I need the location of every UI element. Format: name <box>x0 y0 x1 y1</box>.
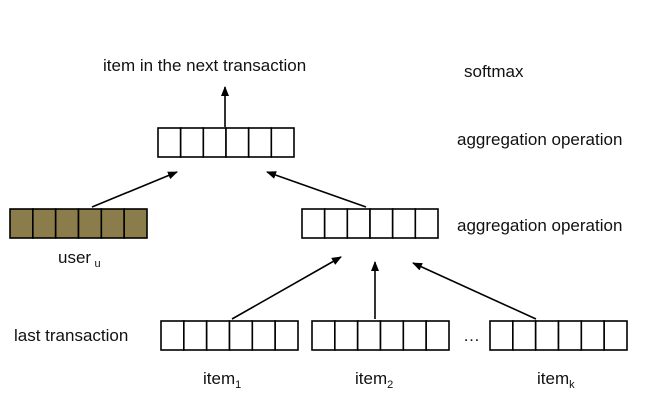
user-embedding-vector <box>9 208 148 239</box>
vector-cell <box>402 320 427 351</box>
vector-cell <box>251 320 276 351</box>
vector-cell <box>183 320 208 351</box>
item2-label: item2 <box>355 369 394 391</box>
arrow-user-to-top <box>91 171 178 208</box>
aggregation-top-label: aggregation operation <box>457 130 623 149</box>
vector-cell <box>205 320 231 351</box>
vector-cell <box>557 320 583 351</box>
aggregation-mid-label: aggregation operation <box>457 216 623 235</box>
top-aggregation-vector <box>157 127 295 158</box>
vector-cell <box>425 320 450 351</box>
vector-cell <box>157 127 182 158</box>
itemk-label: itemk <box>537 369 575 391</box>
arrow-item1-to-mid <box>231 256 342 320</box>
vector-cell <box>379 320 405 351</box>
item2-embedding-vector <box>311 320 450 351</box>
arrow-mid-to-top <box>266 171 367 208</box>
vector-cell <box>356 320 382 351</box>
vector-cell <box>580 320 605 351</box>
ellipsis-label: … <box>463 326 480 345</box>
vector-cell <box>603 320 628 351</box>
vector-cell <box>179 127 205 158</box>
vector-cell <box>202 127 227 158</box>
vector-cell <box>228 320 254 351</box>
vector-cell <box>391 208 417 239</box>
vector-cell <box>414 208 439 239</box>
vector-cell <box>123 208 148 239</box>
user-label: user u <box>58 248 101 270</box>
vector-cell <box>160 320 185 351</box>
vector-cell <box>311 320 336 351</box>
softmax-label: softmax <box>464 62 524 81</box>
last-transaction-label: last transaction <box>14 326 129 345</box>
vector-cell <box>77 208 103 239</box>
vector-cell <box>270 127 295 158</box>
output-label: item in the next transaction <box>103 56 307 75</box>
vector-cell <box>369 208 394 239</box>
item1-label: item1 <box>203 369 242 391</box>
item1-embedding-vector <box>160 320 299 351</box>
vector-cell <box>32 208 57 239</box>
vector-cell <box>225 127 250 158</box>
itemk-embedding-vector <box>489 320 628 351</box>
vector-cell <box>301 208 326 239</box>
vector-cell <box>100 208 125 239</box>
vector-cell <box>534 320 560 351</box>
arrow-itemk-to-mid <box>412 262 537 320</box>
vector-cell <box>323 208 349 239</box>
mid-aggregation-vector <box>301 208 439 239</box>
vector-cell <box>9 208 34 239</box>
vector-cell <box>489 320 514 351</box>
vector-cell <box>54 208 80 239</box>
vector-cell <box>334 320 359 351</box>
vector-cell <box>274 320 299 351</box>
vector-cell <box>346 208 371 239</box>
vector-cell <box>247 127 273 158</box>
vector-cell <box>512 320 537 351</box>
